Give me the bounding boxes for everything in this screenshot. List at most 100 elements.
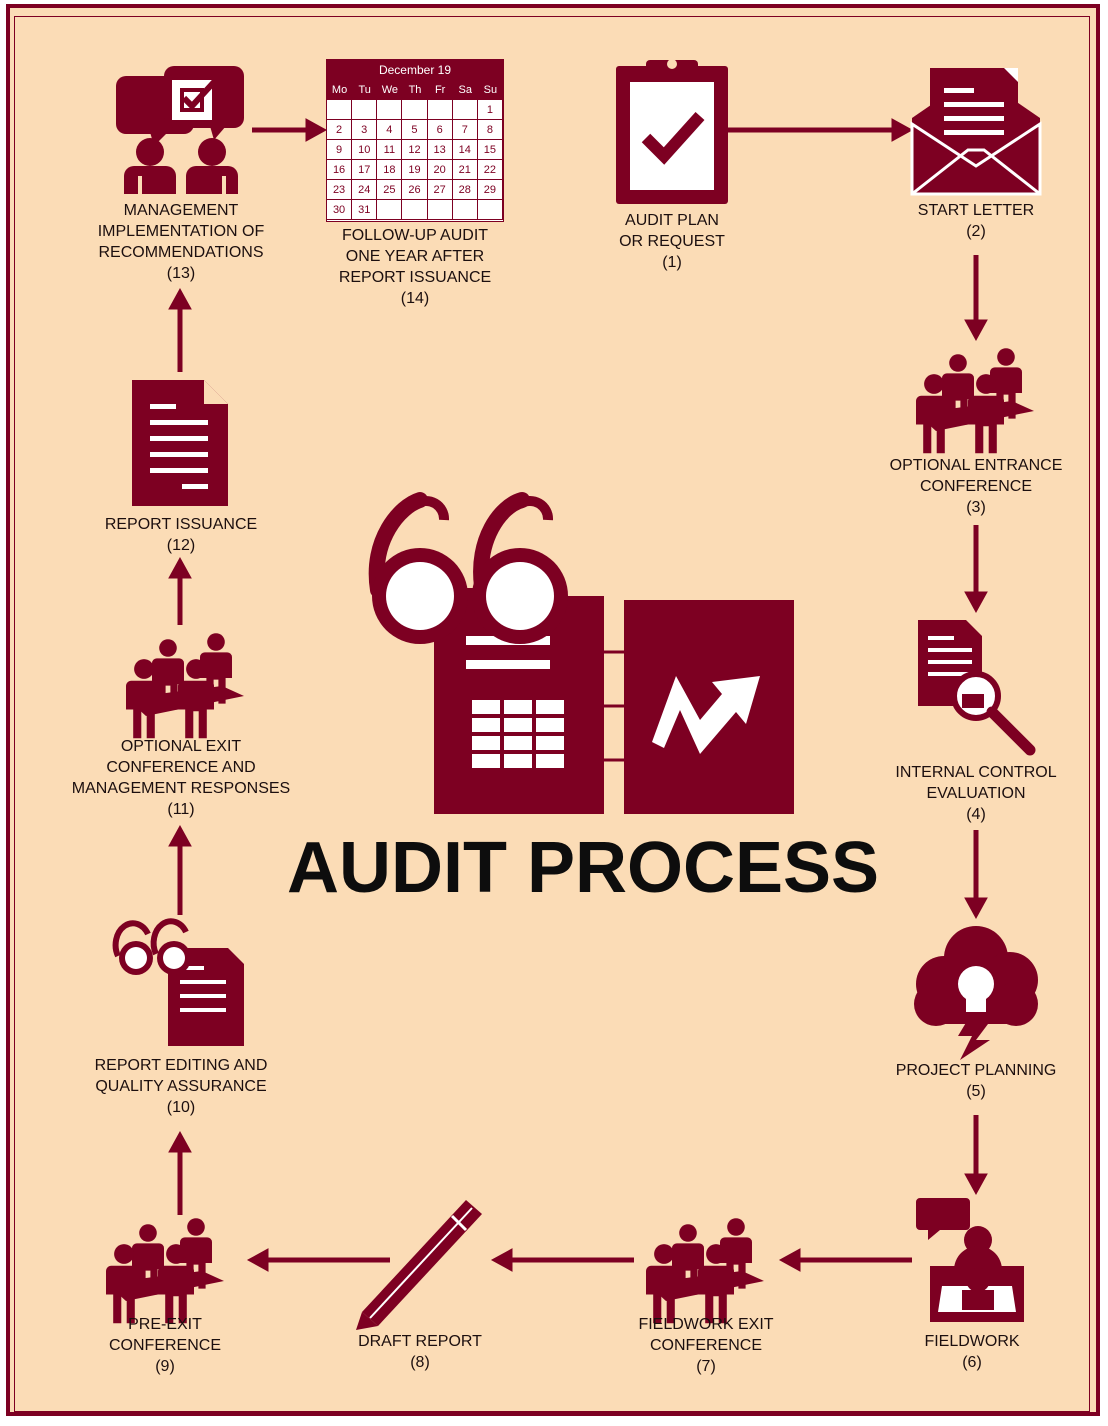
arrow-6-to-7: [778, 1248, 912, 1272]
calendar-weekday-row: Mo Tu We Th Fr Sa Su: [327, 80, 503, 100]
calendar-day-cell: 28: [452, 180, 478, 200]
document-icon: [132, 380, 228, 506]
calendar-day-cell: 21: [452, 160, 478, 180]
calendar-day-cell: [327, 100, 353, 120]
arrow-8-to-9: [246, 1248, 390, 1272]
label-line: (6): [962, 1354, 982, 1371]
meeting-group-icon: [916, 348, 1034, 453]
calendar-day-cell: 5: [402, 120, 428, 140]
calendar-day-cell: 19: [402, 160, 428, 180]
arrow-10-to-11: [168, 824, 192, 915]
step-label-entrance-conference: OPTIONAL ENTRANCE CONFERENCE (3): [890, 455, 1063, 518]
label-line: REPORT EDITING AND: [94, 1057, 268, 1074]
label-line: AUDIT PLAN: [625, 212, 719, 229]
calendar-day-cell: [427, 200, 453, 220]
label-line: (14): [400, 290, 430, 307]
step-label-fieldwork-exit: FIELDWORK EXIT CONFERENCE (7): [638, 1314, 773, 1377]
calendar-day-cell: 27: [427, 180, 453, 200]
arrow-5-to-6: [964, 1115, 988, 1196]
calendar-day-cell: 2: [327, 120, 353, 140]
step-label-draft-report: DRAFT REPORT (8): [358, 1331, 482, 1373]
step-label-report-editing: REPORT EDITING AND QUALITY ASSURANCE (10…: [95, 1055, 268, 1118]
arrow-12-to-13: [168, 287, 192, 372]
label-line: FOLLOW-UP AUDIT: [341, 227, 489, 244]
label-line: (2): [966, 223, 986, 240]
calendar-day-cell: 7: [452, 120, 478, 140]
calendar-day-cell: 16: [327, 160, 353, 180]
label-line: (8): [410, 1354, 430, 1371]
step-label-audit-plan: AUDIT PLAN OR REQUEST (1): [619, 210, 725, 273]
calendar-day-cell: 22: [477, 160, 503, 180]
calendar-day-cell: [352, 100, 378, 120]
label-line: (11): [167, 801, 195, 818]
calendar-day-cell: [402, 200, 428, 220]
person-desk-icon: [916, 1198, 1024, 1322]
calendar-weekday: Fr: [434, 84, 446, 96]
label-line: (3): [966, 499, 986, 516]
label-line: OPTIONAL ENTRANCE: [889, 457, 1063, 474]
calendar-day-cell: 4: [377, 120, 403, 140]
step-label-fieldwork: FIELDWORK (6): [924, 1331, 1019, 1373]
step-label-pre-exit: PRE-EXIT CONFERENCE (9): [109, 1314, 221, 1377]
cloud-lightbulb-icon: [914, 926, 1038, 1060]
calendar-day-cell: [377, 100, 403, 120]
label-line: EVALUATION: [926, 785, 1026, 802]
arrow-11-to-12: [168, 556, 192, 625]
calendar-day-cell: [452, 100, 478, 120]
label-line: OPTIONAL EXIT: [120, 738, 242, 755]
label-line: REPORT ISSUANCE: [104, 516, 258, 533]
calendar-day-cell: [477, 200, 503, 220]
calendar-day-cell: [402, 100, 428, 120]
calendar-day-cell: 11: [377, 140, 403, 160]
calendar-day-cell: 25: [377, 180, 403, 200]
clipboard-check-icon: [616, 59, 728, 204]
calendar-day-cell: 13: [427, 140, 453, 160]
calendar-day-cell: 8: [477, 120, 503, 140]
calendar-day-cell: [452, 200, 478, 220]
label-line: CONFERENCE AND: [106, 759, 256, 776]
calendar-day-cell: 9: [327, 140, 353, 160]
label-line: (5): [966, 1083, 986, 1100]
arrow-2-to-3: [964, 255, 988, 342]
step-label-optional-exit: OPTIONAL EXIT CONFERENCE AND MANAGEMENT …: [72, 736, 290, 820]
calendar-day-cell: 18: [377, 160, 403, 180]
people-chat-check-icon: [116, 66, 244, 194]
calendar-day-cell: 30: [327, 200, 353, 220]
central-audit-illustration: [368, 492, 794, 814]
glasses-document-icon: [112, 918, 244, 1046]
arrow-9-to-10: [168, 1130, 192, 1215]
calendar-day-cell: 14: [452, 140, 478, 160]
label-line: DRAFT REPORT: [358, 1333, 482, 1350]
label-line: (1): [662, 254, 682, 271]
calendar-day-cell: 10: [352, 140, 378, 160]
calendar-day-cell: 3: [352, 120, 378, 140]
label-line: FIELDWORK: [924, 1333, 1020, 1350]
calendar-day-cell: 15: [477, 140, 503, 160]
calendar-day-cell: 24: [352, 180, 378, 200]
calendar-weekday: Mo: [331, 84, 348, 96]
calendar-weekday: Th: [408, 84, 422, 96]
calendar-weekday: Sa: [458, 84, 472, 96]
calendar-day-cell: 23: [327, 180, 353, 200]
label-line: CONFERENCE: [649, 1337, 762, 1354]
arrow-4-to-5: [964, 830, 988, 920]
document-magnifier-icon: [918, 620, 1036, 756]
label-line: FIELDWORK EXIT: [638, 1316, 774, 1333]
calendar-weekday: We: [381, 84, 398, 96]
label-line: (13): [166, 265, 196, 282]
label-line: OR REQUEST: [619, 233, 725, 250]
flow-arrows: [168, 118, 988, 1272]
diagram-inner-border: [14, 16, 1090, 1412]
label-line: CONFERENCE: [108, 1337, 222, 1354]
label-line: (4): [966, 806, 986, 823]
meeting-group-icon: [126, 633, 244, 738]
calendar-weekday: Tu: [358, 84, 371, 96]
label-line: ONE YEAR AFTER: [345, 248, 485, 265]
calendar-day-cell: 20: [427, 160, 453, 180]
arrow-3-to-4: [964, 525, 988, 614]
label-line: START LETTER: [917, 202, 1035, 219]
label-line: QUALITY ASSURANCE: [95, 1078, 267, 1095]
